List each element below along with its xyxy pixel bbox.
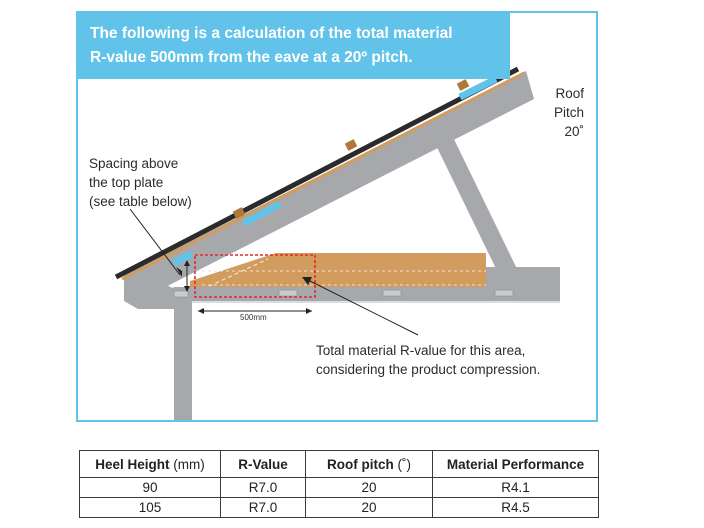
cell-heel-height: 90 bbox=[79, 477, 221, 498]
roof-sheet bbox=[114, 66, 520, 280]
cell-material-performance: R4.5 bbox=[432, 497, 599, 518]
heel-height-arrowhead bbox=[184, 286, 190, 292]
total-rvalue-label: Total material R-value for this area, co… bbox=[316, 341, 540, 379]
cell-r-value: R7.0 bbox=[220, 477, 306, 498]
banner-line-2: R-value 500mm from the eave at a 20º pit… bbox=[90, 49, 413, 66]
roof-section-drawing bbox=[114, 66, 560, 420]
blue-underlay-eave bbox=[172, 250, 194, 267]
performance-table: Heel Height (mm) R-Value Roof pitch (˚) … bbox=[79, 450, 599, 518]
header-roof-pitch: Roof pitch (˚) bbox=[305, 450, 433, 478]
heel-height-arrowhead bbox=[184, 260, 190, 266]
batten bbox=[456, 79, 470, 91]
sarking bbox=[121, 71, 525, 281]
total-leader-arrowhead bbox=[302, 277, 312, 285]
dimension-arrowhead bbox=[198, 308, 204, 314]
strut bbox=[432, 131, 520, 281]
batten bbox=[232, 207, 246, 219]
ceiling-spacer bbox=[278, 289, 298, 297]
ceiling-joist-bottom bbox=[174, 295, 556, 301]
roof-diagram: The following is a calculation of the to… bbox=[76, 11, 598, 422]
total-line-2: considering the product compression. bbox=[316, 362, 541, 377]
table-header-row: Heel Height (mm) R-Value Roof pitch (˚) … bbox=[79, 450, 599, 478]
spacing-leader-arrowhead bbox=[176, 267, 182, 277]
roof-pitch-line-2: Pitch bbox=[553, 105, 584, 120]
roof-pitch-line-1: Roof bbox=[555, 86, 584, 101]
table-row: 105 R7.0 20 R4.5 bbox=[79, 497, 599, 518]
header-material-performance: Material Performance bbox=[432, 450, 599, 478]
ceiling-tie-end bbox=[486, 267, 558, 289]
banner-line-1: The following is a calculation of the to… bbox=[90, 25, 453, 42]
cell-roof-pitch: 20 bbox=[305, 497, 433, 518]
wall-stud bbox=[174, 295, 192, 420]
ceiling-joist bbox=[158, 267, 560, 301]
table-row: 90 R7.0 20 R4.1 bbox=[79, 477, 599, 498]
cell-r-value: R7.0 bbox=[220, 497, 306, 518]
total-line-1: Total material R-value for this area, bbox=[316, 343, 526, 358]
roof-pitch-line-3: 20˚ bbox=[564, 124, 584, 139]
header-r-value: R-Value bbox=[220, 450, 306, 478]
distance-label: 500mm bbox=[240, 313, 267, 322]
spacing-line-1: Spacing above bbox=[89, 156, 179, 171]
ceiling-spacer bbox=[173, 290, 189, 298]
cell-roof-pitch: 20 bbox=[305, 477, 433, 498]
header-heel-height: Heel Height (mm) bbox=[79, 450, 221, 478]
batten bbox=[344, 139, 358, 151]
roof-pitch-label: Roof Pitch 20˚ bbox=[554, 84, 584, 141]
banner-text: The following is a calculation of the to… bbox=[90, 22, 453, 70]
spacing-line-2: the top plate bbox=[89, 175, 164, 190]
spacing-label: Spacing above the top plate (see table b… bbox=[89, 154, 192, 211]
ceiling-spacer bbox=[494, 289, 514, 297]
ceiling-spacer bbox=[382, 289, 402, 297]
total-leader bbox=[305, 278, 419, 336]
cell-heel-height: 105 bbox=[79, 497, 221, 518]
banner: The following is a calculation of the to… bbox=[78, 13, 510, 79]
spacing-leader bbox=[129, 208, 181, 276]
rafter bbox=[124, 71, 534, 301]
banner-background bbox=[78, 13, 510, 79]
blue-underlay-top bbox=[458, 75, 498, 101]
dimension-arrowhead bbox=[306, 308, 312, 314]
spacing-line-3: (see table below) bbox=[89, 194, 192, 209]
highlight-area bbox=[194, 254, 316, 298]
cell-material-performance: R4.1 bbox=[432, 477, 599, 498]
blue-underlay-mid bbox=[242, 200, 282, 227]
